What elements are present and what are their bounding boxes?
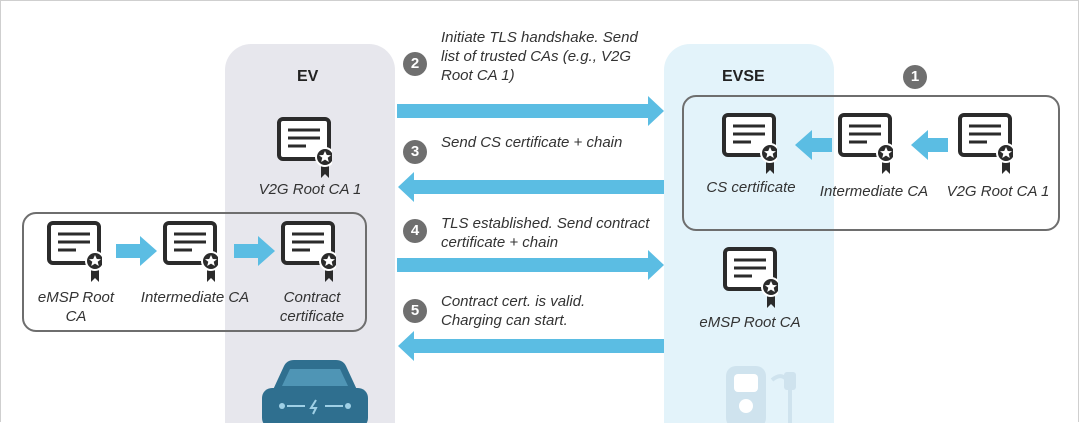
car-icon xyxy=(262,360,368,423)
evse-chain-label-v2g-root: V2G Root CA 1 xyxy=(946,183,1050,200)
certificate-icon xyxy=(47,221,102,282)
ev-chain-label-contract: Contract certificate xyxy=(279,289,345,325)
chain-arrow xyxy=(234,236,275,266)
ev-chain-label-intermediate: Intermediate CA xyxy=(140,289,250,306)
evse-title: EVSE xyxy=(722,68,765,85)
chain-arrow xyxy=(795,130,832,160)
certificate-icon xyxy=(722,113,777,174)
certificate-icon xyxy=(958,113,1013,174)
certificate-icon xyxy=(838,113,893,174)
evse-emsp-root-label: eMSP Root CA xyxy=(699,314,801,331)
message-arrow-5 xyxy=(398,331,664,361)
step-badge-4: 4 xyxy=(403,219,427,243)
message-text-3: Send CS certificate + chain xyxy=(441,134,623,151)
message-arrow-3 xyxy=(398,172,664,202)
ev-root-label: V2G Root CA 1 xyxy=(258,181,362,198)
message-arrow-2 xyxy=(397,96,664,126)
ev-chain-label-emsp-root: eMSP Root CA xyxy=(37,289,115,325)
evse-chain-label-cs: CS certificate xyxy=(706,179,796,196)
evse-certificate-chain-group xyxy=(682,95,1060,231)
certificate-icon xyxy=(163,221,218,282)
charger-icon xyxy=(726,366,796,423)
evse-chain-label-intermediate: Intermediate CA xyxy=(819,183,929,200)
step-badge-1: 1 xyxy=(903,65,927,89)
ev-title: EV xyxy=(297,68,319,85)
certificate-icon xyxy=(281,221,336,282)
step-badge-5: 5 xyxy=(403,299,427,323)
certificate-icon xyxy=(723,247,778,308)
chain-arrow xyxy=(911,130,948,160)
message-text-2: Initiate TLS handshake. Send list of tru… xyxy=(441,29,638,84)
message-arrow-4 xyxy=(397,250,664,280)
message-text-5: Contract cert. is valid. Charging can st… xyxy=(441,293,586,329)
message-text-4: TLS established. Send contract certifica… xyxy=(441,215,650,251)
certificate-icon xyxy=(277,117,332,178)
step-badge-3: 3 xyxy=(403,140,427,164)
step-badge-2: 2 xyxy=(403,52,427,76)
chain-arrow xyxy=(116,236,157,266)
ev-certificate-chain-group xyxy=(22,212,367,332)
